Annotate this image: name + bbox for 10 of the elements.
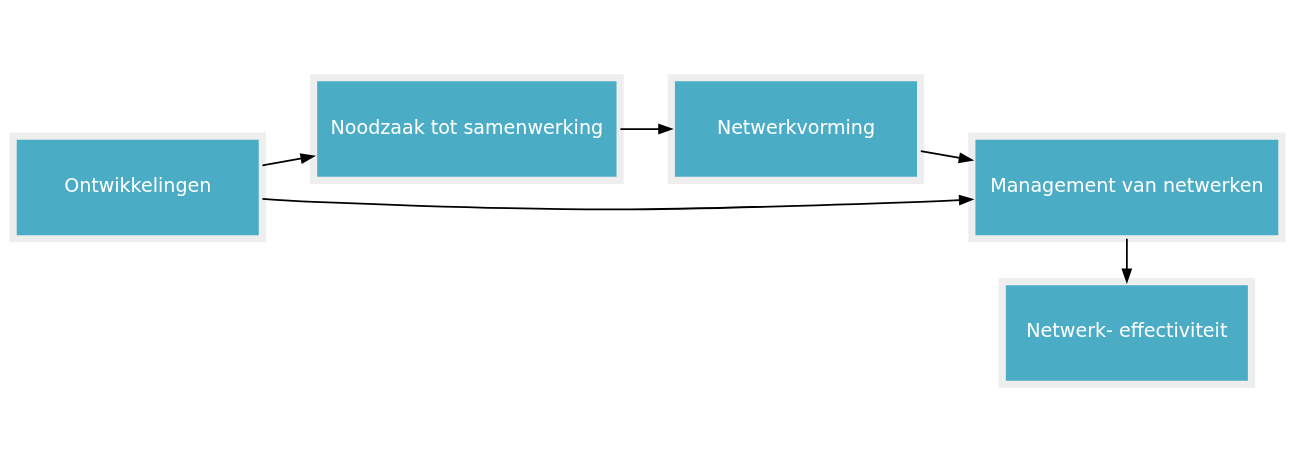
arrow: [261, 153, 316, 167]
node-box: Netwerkvorming: [667, 74, 925, 184]
arrow: [619, 123, 674, 135]
node-box: Management van netwerken: [968, 132, 1286, 243]
node-box: Netwerk- effectiviteit: [998, 278, 1256, 388]
arrow: [920, 150, 975, 164]
node-box: Ontwikkelingen: [9, 132, 266, 243]
arrow: [1121, 237, 1133, 284]
arrow: [261, 194, 975, 211]
node-box: Noodzaak tot samenwerking: [310, 74, 624, 184]
